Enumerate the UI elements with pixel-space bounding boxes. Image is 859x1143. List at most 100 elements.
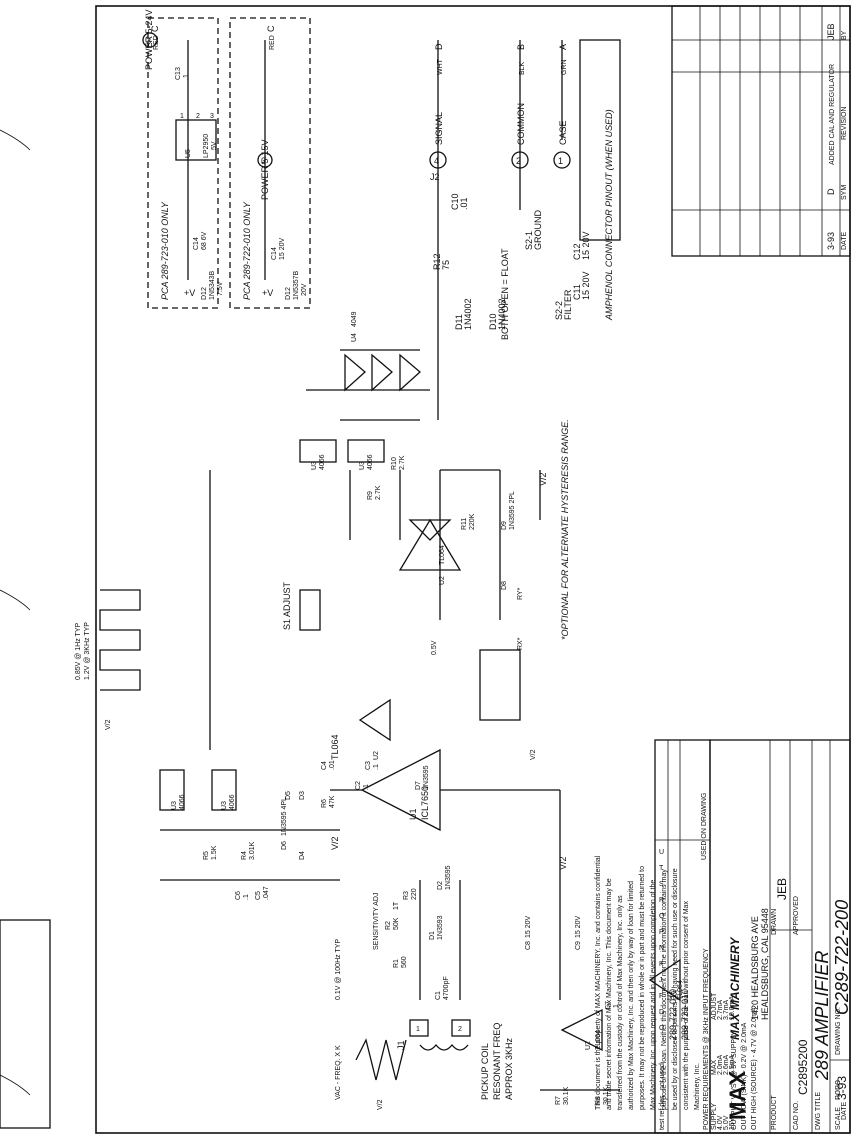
label-dwg-title: DWG TITLE	[815, 1092, 822, 1130]
pca2-pin: 3	[261, 156, 266, 166]
j1-pin-1: 1	[416, 1026, 420, 1033]
pca2-title: PCA 289-722-010 ONLY	[242, 201, 252, 300]
notice-line: and trade secret information of Max Mach…	[606, 878, 613, 1110]
u1-opamp: U1 ICL7650 C2 .1 C3 .1 V/2	[330, 748, 560, 850]
v2-c: V/2	[538, 472, 548, 486]
input-section: 1 2 J1 PICKUP COIL RESONANT FREQ APPROX …	[335, 865, 514, 1110]
wave-v2: V/2	[105, 719, 112, 730]
used-on-footer: USED ON DRAWING	[701, 793, 708, 860]
d1-val: 1N3593	[437, 915, 444, 940]
used-on-row-letter: N	[659, 945, 664, 952]
c14b-val: 15 20V	[279, 237, 286, 260]
power-table-title: POWER REQUIREMENTS @ 3KHz INPUT FREQUENC…	[703, 948, 710, 1130]
label-approved: APPROVED	[793, 896, 800, 935]
rev-header-sym: SYM	[841, 185, 848, 200]
d11-val: 1N4002	[463, 298, 473, 330]
vac-note: 0.1V @ 100Hz TYP	[335, 939, 342, 1000]
output-low: OUT LOW (SINK) - 0.2V @ 2.0mA	[741, 1022, 748, 1130]
address-line-1: 1420 HEALDSBURG AVE	[750, 916, 760, 1020]
u4-part: 4049	[351, 311, 358, 327]
r10-val: 2.7K	[399, 455, 406, 470]
pca2-letter: C	[266, 25, 276, 32]
c11-val: 15 20V	[581, 271, 591, 300]
used-on-row-letter: S	[659, 881, 664, 888]
r2-turns: 1T	[393, 901, 400, 910]
d8-ref: D8	[501, 581, 508, 590]
d10-ref: D10	[488, 313, 498, 330]
used-on-row-letter: D	[659, 1009, 664, 1016]
u5-pin-b: 2	[196, 113, 200, 120]
used-on-entry: 289-723-010	[680, 989, 690, 1040]
u2d-ref: U2	[667, 991, 674, 1000]
c9-ref: C9	[575, 941, 582, 950]
c1-val: 4700pF	[443, 976, 450, 1000]
scale-value: none	[832, 1080, 842, 1100]
notice-line: Max Machinery, Inc. upon request and in …	[650, 880, 657, 1110]
notice-line: purposes. It may not be reproduced in wh…	[639, 866, 646, 1110]
c14b-ref: C14	[271, 247, 278, 260]
used-on-header-not: not used	[659, 1063, 666, 1090]
r8-ref: R8	[595, 1096, 602, 1105]
used-on-table: test ref des not used 289-722-010 289-72…	[654, 739, 711, 1134]
u3-switches-right: U3 4066 U3 4066 R9 2.7K R10 2.7K	[299, 389, 430, 540]
used-on-header-ref: test ref des	[659, 1095, 666, 1130]
u3b-ref: U3	[221, 801, 228, 810]
u5-volt: 5V	[211, 141, 218, 150]
binder-mark	[0, 1074, 31, 1096]
sensitivity-adj: SENSITIVITY ADJ	[373, 893, 380, 950]
power-table-cell: 10.0mA	[729, 996, 736, 1020]
d2-val: 1N3595	[445, 865, 452, 890]
r11-ref: R11	[461, 518, 468, 530]
square-wave	[479, 649, 521, 721]
r7-ref: R7	[555, 1096, 562, 1105]
r6-ref: R6	[321, 799, 328, 808]
power-table-cell: 4.0V	[717, 1115, 724, 1130]
u2a-part: TL064	[330, 734, 340, 760]
drawn-by: JEB	[775, 878, 789, 900]
rev-header-by: BY	[841, 30, 848, 40]
pca2-conn: RED C	[266, 25, 276, 50]
power-table-cell: 15V	[729, 1117, 736, 1130]
r4-ref: R4	[241, 851, 248, 860]
u2c-part: TL064	[595, 1030, 602, 1050]
c2-ref: C2	[355, 781, 362, 790]
u5-part: LP2950	[203, 134, 210, 158]
c6-val: .1	[243, 894, 250, 900]
d9-val: 1N3595 2PL	[509, 491, 516, 530]
r5-ref: R5	[203, 851, 210, 860]
label-scale: SCALE	[835, 1107, 842, 1130]
u3c-part: 4066	[319, 454, 326, 470]
pca2-pin-circle	[257, 152, 273, 168]
s2-1-ref: S2-1	[524, 231, 534, 250]
notice-paragraph: This document is the property of MAX MAC…	[595, 855, 701, 1110]
d12a-part: 1N5343B	[209, 270, 216, 300]
s1-adjust-section: S1 ADJUST U2 TL064 V/2 0.5V D7 1N3595	[209, 470, 537, 790]
c6-ref: C6	[235, 891, 242, 900]
bias-section: V/2 U2 TL064 C8 15 20V C9 15 20V C7 .1 R…	[525, 790, 684, 1105]
switch-note: BOTH OPEN = FLOAT	[500, 248, 510, 340]
notice-line: transferred from the custody or control …	[617, 895, 624, 1110]
c12-val: 15 20V	[581, 231, 591, 260]
u3d-part: 4066	[367, 454, 374, 470]
r10-ref: R10	[391, 457, 398, 470]
used-on-row-letter: P	[659, 929, 664, 936]
u4-ref: U4	[351, 333, 358, 342]
v2-a: V/2	[377, 1099, 384, 1110]
d12b-ref: D12	[285, 287, 292, 300]
power-table-header: ADJUST	[711, 992, 718, 1020]
j1-label: J1	[396, 1040, 406, 1050]
u2d-part: TL064	[677, 980, 684, 1000]
u4-buffer-array: U4 4049	[340, 311, 421, 421]
c4-val: .01	[329, 760, 336, 770]
label-date: DATE	[841, 1102, 848, 1120]
d1-ref: D1	[429, 931, 436, 940]
d7-ref: D7	[415, 781, 422, 790]
s2-2-ref: S2-2	[554, 301, 564, 320]
pin-common: COMMON	[516, 103, 526, 145]
power-table-cell: 2.0mA	[717, 1054, 724, 1075]
u2d-opamp	[648, 958, 681, 1002]
pin-common-color: BLK	[519, 61, 526, 75]
pin-case: CASE	[558, 120, 568, 145]
u2c-ref: U2	[585, 1041, 592, 1050]
